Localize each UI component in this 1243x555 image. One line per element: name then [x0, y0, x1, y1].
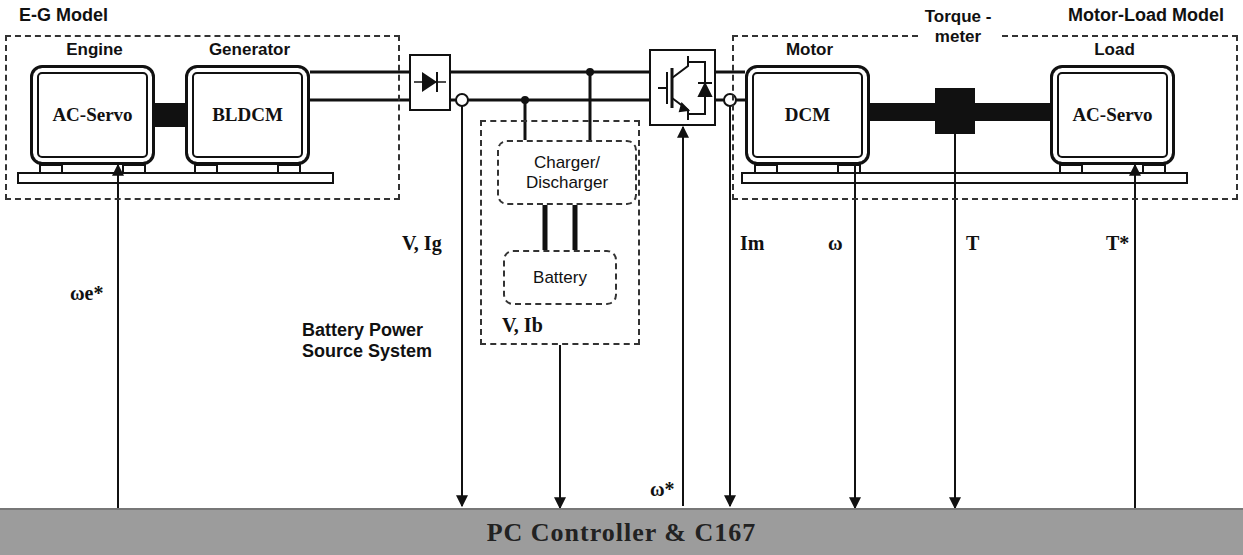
- node-label: DCM: [785, 104, 830, 126]
- power-wire: [310, 71, 410, 74]
- inverter-symbol: [650, 50, 715, 125]
- machine-box: EngineAC-Servo: [30, 65, 155, 165]
- signal-line: [682, 127, 684, 506]
- signal-arrow: [854, 165, 856, 508]
- shaft-coupling: [870, 103, 935, 121]
- diode-lead: [414, 81, 446, 83]
- node-label: Battery: [533, 268, 587, 288]
- signal-line: [729, 106, 731, 506]
- signal-arrow: [559, 345, 561, 508]
- diode-symbol: [699, 84, 711, 96]
- machine-box: MotorDCM: [745, 65, 870, 165]
- signal-name: V, Ig: [400, 232, 444, 255]
- node-heading: Torque -meter: [918, 7, 998, 47]
- power-source-group: Charger/ DischargerBatteryBattery Power …: [480, 120, 640, 345]
- power-wire: [310, 99, 410, 102]
- shaft-coupling: [155, 103, 185, 127]
- signal-arrow: [117, 165, 119, 508]
- node-heading: E-G Model: [19, 5, 179, 26]
- node-heading: Motor: [748, 40, 871, 60]
- node-label: AC-Servo: [1072, 104, 1152, 126]
- torque-meter: Torque -meter: [935, 88, 975, 134]
- node-label: AC-Servo: [52, 104, 132, 126]
- node-heading: Battery Power Source System: [302, 320, 442, 362]
- charger-tap: [589, 72, 592, 140]
- rectifier-box: [410, 55, 450, 110]
- current-sensor: [724, 94, 736, 106]
- node-heading: Load: [1053, 40, 1176, 60]
- machine-foot: [195, 165, 217, 173]
- dc-bus: [450, 99, 650, 102]
- igbt-collector: [672, 56, 688, 78]
- machine-foot: [123, 165, 145, 173]
- machine-foot: [755, 165, 777, 173]
- model-group: EngineAC-ServoGeneratorBLDCME-G Model: [5, 35, 400, 200]
- machine-foot: [278, 165, 300, 173]
- diode-bar: [698, 82, 712, 84]
- dc-bus: [450, 71, 650, 74]
- signal-name: ωe*: [68, 282, 106, 305]
- inverter-box: [650, 50, 715, 125]
- shaft-coupling: [975, 103, 1050, 121]
- signal-name: ω*: [648, 478, 677, 501]
- machine-foot: [40, 165, 62, 173]
- signal-name: T: [964, 232, 981, 255]
- junction-dot: [586, 68, 594, 76]
- rectifier-symbol: [410, 55, 450, 110]
- charger-box: Charger/ Discharger: [497, 140, 637, 205]
- node-heading: Generator: [188, 40, 311, 60]
- signal-arrow: [1134, 165, 1136, 508]
- signal-name: ω: [826, 232, 845, 255]
- model-group: MotorDCMTorque -meterLoadAC-ServoMotor-L…: [732, 35, 1238, 200]
- signal-name: Im: [738, 232, 766, 255]
- node-label: Charger/ Discharger: [499, 153, 635, 193]
- machine-foot: [1060, 165, 1082, 173]
- machine-foot: [1143, 165, 1165, 173]
- igbt-arrow: [680, 104, 688, 111]
- node-heading: Engine: [33, 40, 156, 60]
- gate-lead: [658, 87, 667, 89]
- signal-name: V, Ib: [500, 314, 545, 337]
- shaft-coupling: [543, 205, 548, 250]
- node-label: BLDCM: [212, 104, 283, 126]
- machine-box: GeneratorBLDCM: [185, 65, 310, 165]
- signal-line: [461, 106, 463, 506]
- current-sensor: [456, 94, 468, 106]
- node-label: PC Controller & C167: [487, 518, 757, 548]
- base-plate: [18, 173, 333, 183]
- gate-bar: [666, 72, 668, 104]
- controller-bar: PC Controller & C167: [0, 508, 1243, 555]
- igbt-emitter: [672, 98, 688, 120]
- igbt-channel: [671, 68, 674, 108]
- junction-dot: [521, 96, 529, 104]
- battery-lead: [573, 205, 578, 250]
- signal-arrow: [954, 134, 956, 508]
- motor-wire: [715, 71, 745, 74]
- signal-line: [462, 106, 730, 506]
- base-plate: [742, 173, 1187, 183]
- signal-name: T*: [1104, 232, 1131, 255]
- machine-box: LoadAC-Servo: [1050, 65, 1175, 165]
- machine-foot: [838, 165, 860, 173]
- battery-box: Battery: [503, 250, 617, 305]
- node-heading: Motor-Load Model: [1024, 5, 1224, 26]
